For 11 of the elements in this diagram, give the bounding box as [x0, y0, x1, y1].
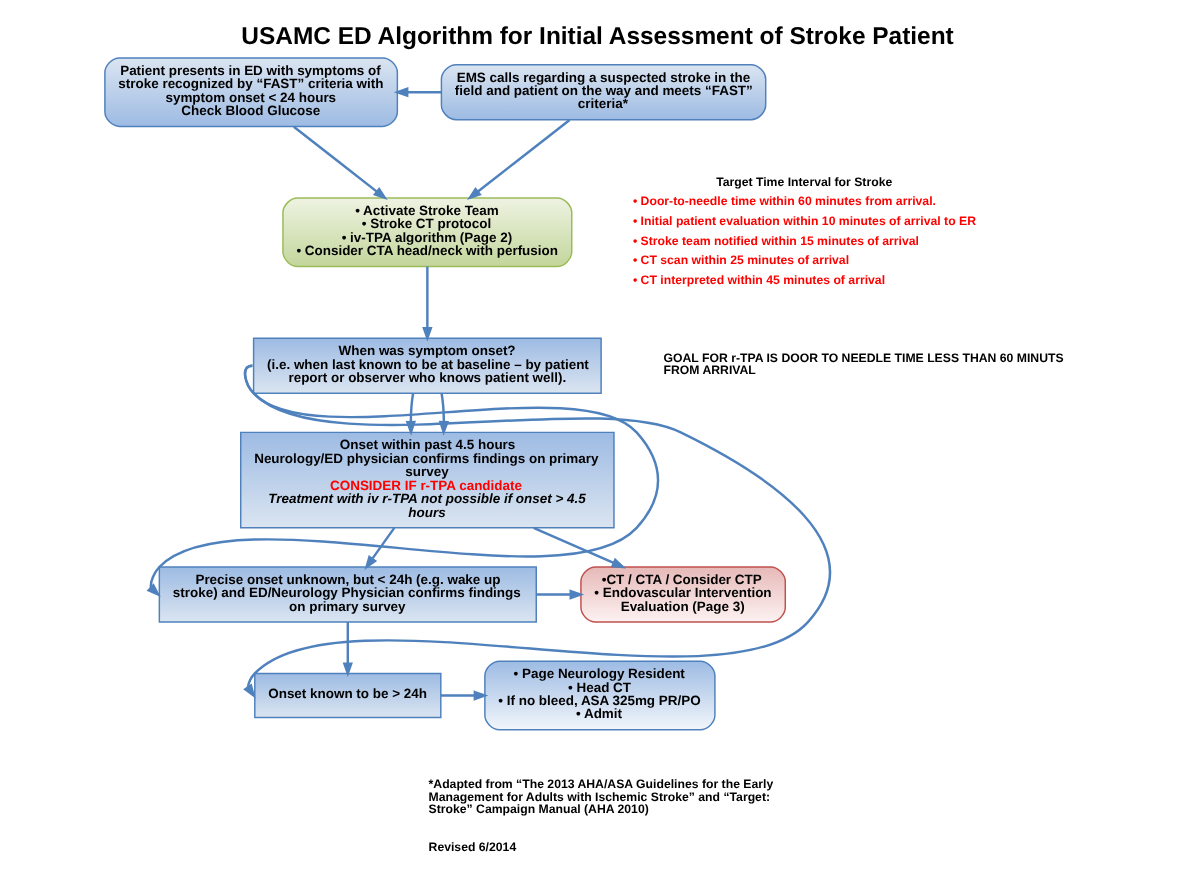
arrow	[242, 364, 830, 699]
arrow	[392, 87, 441, 98]
arrow	[292, 125, 387, 201]
arrow	[466, 118, 570, 201]
arrow	[535, 589, 584, 600]
diagram-title: USAMC ED Algorithm for Initial Assessment of Stroke Patient	[240, 22, 953, 51]
arrow	[363, 527, 395, 570]
arrow	[532, 526, 626, 569]
arrow	[421, 266, 432, 342]
arrow	[439, 690, 488, 701]
arrow	[341, 622, 352, 678]
